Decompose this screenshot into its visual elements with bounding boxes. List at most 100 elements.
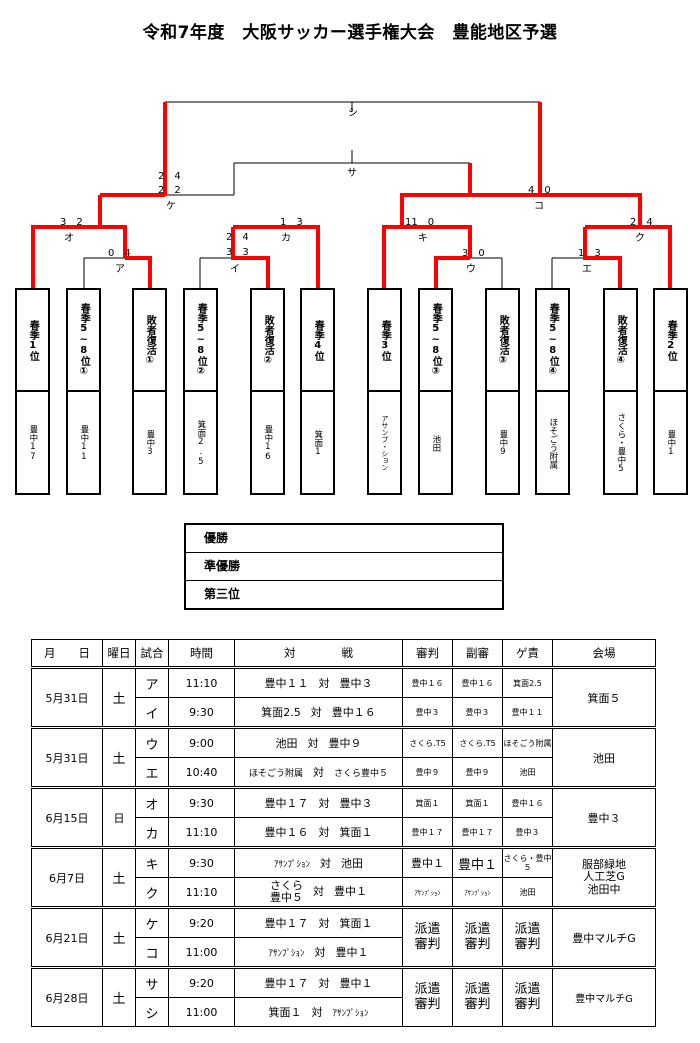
bracket-lines bbox=[83, 101, 585, 288]
vs-label: 対 bbox=[318, 826, 330, 839]
vs-label: 対 bbox=[318, 677, 330, 690]
vs-label: 対 bbox=[318, 797, 330, 810]
table-row: コ 11:00 ｱｻﾝﾌﾟｼｮﾝ対豊中１ bbox=[32, 937, 656, 968]
home-team: 池田 bbox=[275, 737, 298, 750]
assistant-referee-cell: 豊中１７ bbox=[452, 817, 503, 848]
home-team: 箕面１ bbox=[268, 1006, 302, 1019]
game-manager-cell: 派遣 審判 bbox=[502, 966, 553, 1027]
team-seed: 敗者復活① bbox=[144, 314, 156, 366]
day-cell: 土 bbox=[102, 966, 136, 1027]
time-cell: 11:10 bbox=[168, 666, 235, 698]
game-manager-cell: 箕面2.5 bbox=[502, 666, 553, 698]
home-team: さくら 豊中５ bbox=[270, 878, 303, 904]
team-name: 箕面1 bbox=[312, 429, 323, 457]
venue-cell: 豊中マルチG bbox=[552, 906, 656, 968]
team-box: 敗者復活② 豊中16 bbox=[250, 288, 285, 495]
matchup-cell: ｱｻﾝﾌﾟｼｮﾝ対豊中１ bbox=[234, 937, 403, 968]
date-cell: 6月21日 bbox=[31, 906, 103, 968]
time-cell: 10:40 bbox=[168, 757, 235, 788]
day-cell: 土 bbox=[102, 846, 136, 908]
away-team: 豊中１６ bbox=[331, 706, 376, 719]
venue-cell: 池田 bbox=[552, 726, 656, 788]
time-cell: 9:20 bbox=[168, 966, 235, 998]
vs-label: 対 bbox=[307, 737, 319, 750]
home-team: 豊中１７ bbox=[264, 977, 309, 990]
match-label-e: エ bbox=[582, 264, 592, 275]
assistant-referee-cell: さくら.T5 bbox=[452, 726, 503, 758]
table-row: 5月31日 土 ウ 9:00 池田対豊中９ さくら.T5 さくら.T5 ほそごう… bbox=[31, 726, 656, 788]
team-seed: 春季5~8位① bbox=[78, 303, 90, 377]
match-cell: コ bbox=[135, 937, 169, 968]
match-cell: サ bbox=[135, 966, 169, 998]
referee-cell: 派遣 審判 bbox=[402, 966, 453, 1027]
away-team: 豊中３ bbox=[339, 677, 373, 690]
score-i-2: 3 3 bbox=[226, 247, 249, 258]
venue-cell: 豊中マルチG bbox=[552, 966, 656, 1027]
team-name: アサンプ・ション bbox=[380, 415, 389, 471]
match-label-ku: ク bbox=[635, 233, 645, 244]
time-cell: 11:10 bbox=[168, 817, 235, 848]
header-venue: 会場 bbox=[552, 639, 656, 668]
home-team: ほそごう附属 bbox=[248, 769, 303, 779]
team-name: ほそごう附属 bbox=[547, 417, 558, 469]
team-box: 春季5~8位② 箕面2.5 bbox=[183, 288, 218, 495]
team-seed: 春季5~8位④ bbox=[547, 303, 559, 377]
referee-cell: 豊中１６ bbox=[402, 666, 453, 698]
match-label-ki: キ bbox=[418, 233, 428, 244]
game-manager-cell: さくら・豊中５ bbox=[502, 846, 553, 878]
score-ko: 4 0 bbox=[528, 185, 551, 196]
result-third: 第三位 bbox=[204, 587, 241, 601]
match-cell: ア bbox=[135, 666, 169, 698]
referee-cell: 豊中１ bbox=[402, 846, 453, 878]
referee-cell: 豊中３ bbox=[402, 697, 453, 728]
time-cell: 11:00 bbox=[168, 997, 235, 1027]
team-box: 春季5~8位③ 池田 bbox=[418, 288, 453, 495]
time-cell: 11:00 bbox=[168, 937, 235, 968]
score-u: 3 0 bbox=[462, 248, 485, 259]
away-team: 箕面１ bbox=[339, 826, 373, 839]
time-cell: 9:30 bbox=[168, 786, 235, 818]
date-cell: 6月15日 bbox=[31, 786, 103, 848]
match-cell: オ bbox=[135, 786, 169, 818]
assistant-referee-cell: ｱｻﾝﾌﾟｼｮﾝ bbox=[452, 877, 503, 908]
header-game-manager: ゲ責 bbox=[502, 639, 553, 668]
away-team: 豊中１ bbox=[339, 977, 373, 990]
score-e: 1 3 bbox=[578, 248, 601, 259]
tournament-bracket bbox=[31, 101, 672, 288]
vs-label: 対 bbox=[314, 946, 326, 959]
match-label-i: イ bbox=[230, 264, 240, 275]
game-manager-cell: 派遣 審判 bbox=[502, 906, 553, 968]
away-team: 豊中３ bbox=[339, 797, 373, 810]
team-box: 春季4位 箕面1 bbox=[300, 288, 335, 495]
referee-cell: ｱｻﾝﾌﾟｼｮﾝ bbox=[402, 877, 453, 908]
results-box: 優勝 準優勝 第三位 bbox=[184, 523, 504, 610]
venue-cell: 服部緑地 人工芝G 池田中 bbox=[552, 846, 656, 908]
header-referee: 審判 bbox=[402, 639, 453, 668]
team-name: 池田 bbox=[430, 434, 441, 452]
date-cell: 6月28日 bbox=[31, 966, 103, 1027]
table-header-row: 月 日 曜日 試合 時間 対 戦 審判 副審 ゲ責 会場 bbox=[31, 639, 656, 668]
referee-cell: 豊中１７ bbox=[402, 817, 453, 848]
team-seed: 敗者復活③ bbox=[497, 314, 509, 366]
team-box: 春季3位 アサンプ・ション bbox=[367, 288, 402, 495]
header-date: 月 日 bbox=[31, 639, 103, 668]
bracket-winner-lines bbox=[31, 102, 672, 288]
match-cell: ク bbox=[135, 877, 169, 908]
home-team: ｱｻﾝﾌﾟｼｮﾝ bbox=[273, 860, 310, 870]
match-label-ka: カ bbox=[281, 233, 291, 244]
header-matchup: 対 戦 bbox=[234, 639, 403, 668]
referee-cell: 箕面１ bbox=[402, 786, 453, 818]
team-box: 敗者復活④ さくら・豊中5 bbox=[603, 288, 638, 495]
vs-label: 対 bbox=[318, 917, 330, 930]
date-cell: 5月31日 bbox=[31, 726, 103, 788]
score-a: 0 4 bbox=[108, 248, 131, 259]
match-label-ke: ケ bbox=[166, 201, 176, 212]
header-assistant-referee: 副審 bbox=[452, 639, 503, 668]
time-cell: 9:20 bbox=[168, 906, 235, 938]
